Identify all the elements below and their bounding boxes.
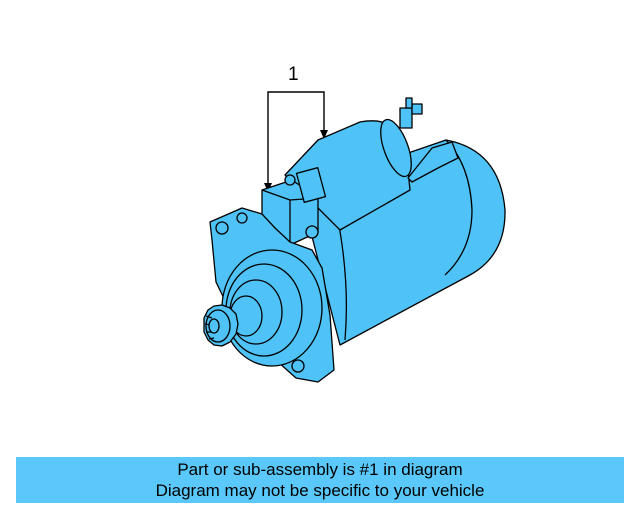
caption-banner: Part or sub-assembly is #1 in diagram Di… [16, 457, 624, 503]
flange-bolt-hole [291, 359, 305, 373]
solenoid-terminal-tip [411, 103, 423, 115]
solenoid-stud [405, 97, 413, 109]
flange-bolt-hole [284, 174, 296, 186]
pinion-center [208, 318, 220, 334]
solenoid-terminal [399, 107, 413, 129]
starter-motor-diagram: 1 [203, 64, 506, 383]
flange-bolt-hole [305, 225, 319, 239]
starter-motor-icon [203, 97, 506, 383]
caption-line-disclaimer: Diagram may not be specific to your vehi… [155, 481, 485, 500]
callout-leader-lines [267, 91, 325, 185]
solenoid-end [380, 118, 412, 178]
caption-line-part: Part or sub-assembly is #1 in diagram [177, 460, 463, 479]
callout-number-label: 1 [288, 64, 299, 85]
solenoid-bracket [407, 141, 459, 183]
housing-end-cap [444, 139, 473, 276]
flange-bolt-hole [236, 212, 248, 224]
lever-block [295, 167, 327, 203]
flange-bolt-hole [215, 221, 229, 235]
